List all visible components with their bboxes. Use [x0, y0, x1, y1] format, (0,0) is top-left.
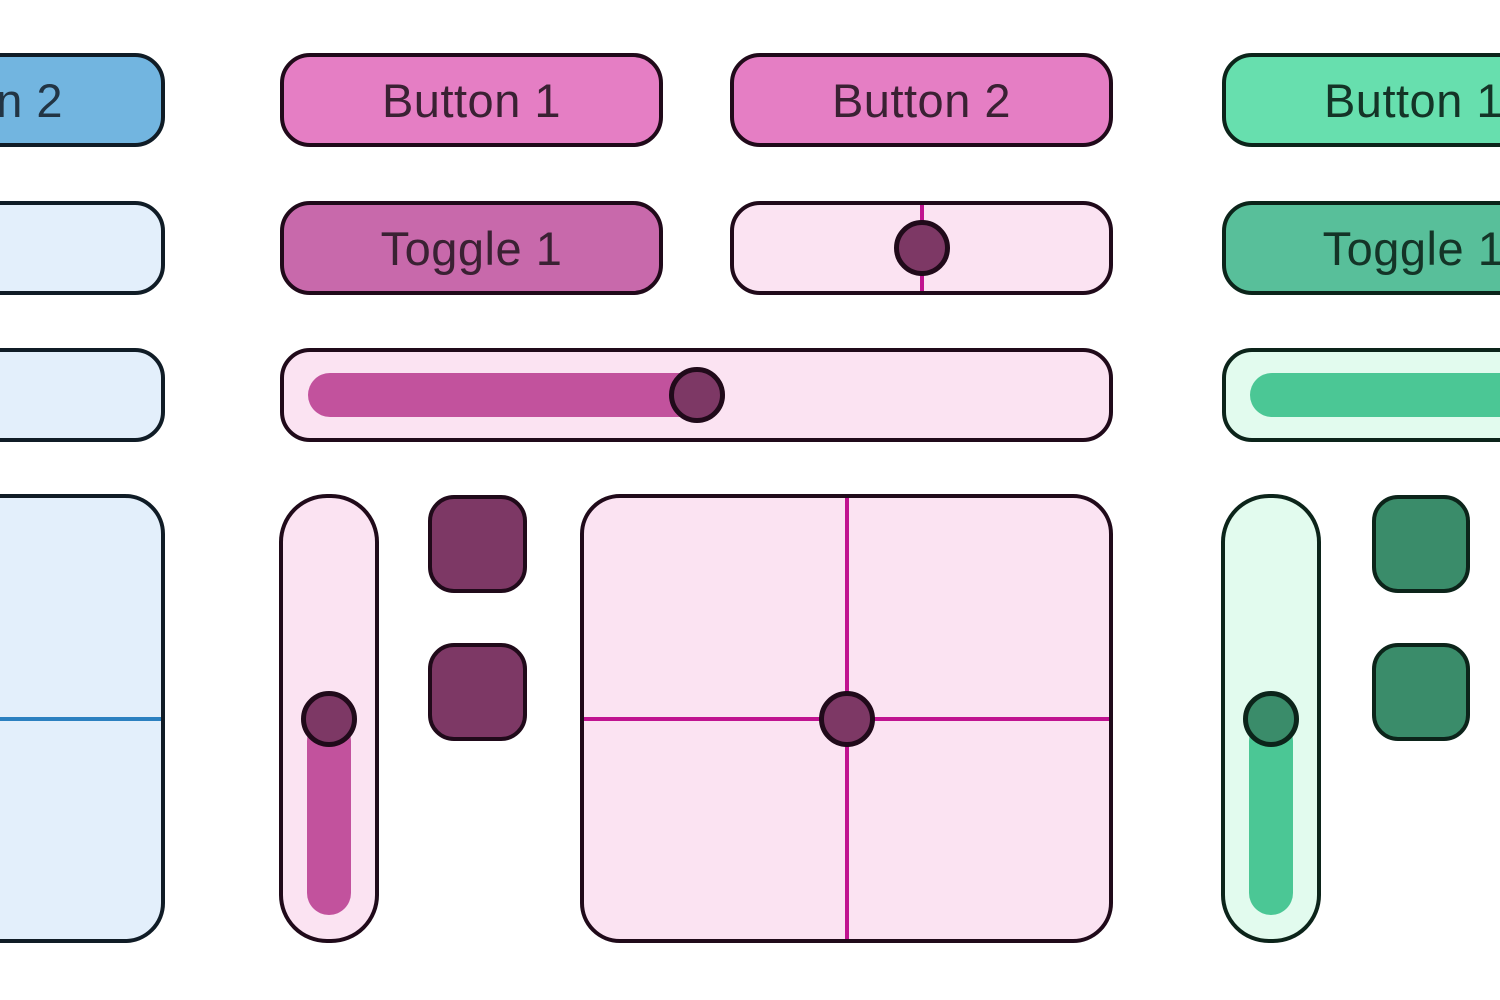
green-vertical-slider[interactable]: [1221, 494, 1321, 943]
green-vertical-slider-knob[interactable]: [1243, 690, 1299, 747]
green-vertical-slider-fill: [1249, 718, 1293, 915]
blue-horizontal-slider[interactable]: [0, 348, 165, 442]
pink-vertical-slider[interactable]: [279, 494, 379, 943]
pink-vertical-slider-fill: [307, 718, 351, 915]
pink-toggle-1-label: Toggle 1: [380, 221, 563, 275]
pink-xy-pad[interactable]: [580, 494, 1113, 943]
pink-toggle-1[interactable]: Toggle 1: [280, 201, 663, 295]
pink-toggle-2-knob[interactable]: [893, 220, 950, 276]
green-check-1[interactable]: [1372, 495, 1470, 593]
pink-horizontal-slider[interactable]: [280, 348, 1113, 442]
pink-horizontal-slider-knob[interactable]: [668, 367, 725, 423]
green-button-1[interactable]: Button 1: [1222, 53, 1500, 147]
pink-button-2-label: Button 2: [831, 73, 1012, 127]
pink-check-1[interactable]: [428, 495, 527, 593]
green-toggle-1-label: Toggle 1: [1322, 221, 1500, 275]
pink-button-2[interactable]: Button 2: [730, 53, 1113, 147]
pink-horizontal-slider-fill: [308, 373, 725, 417]
green-button-1-label: Button 1: [1323, 73, 1500, 127]
green-horizontal-slider-fill: [1250, 373, 1500, 417]
pink-toggle-2[interactable]: [730, 201, 1113, 295]
green-horizontal-slider[interactable]: [1222, 348, 1500, 442]
blue-button-2-label: Button 2: [0, 73, 64, 127]
pink-vertical-slider-knob[interactable]: [301, 690, 357, 747]
blue-toggle-2[interactable]: [0, 201, 165, 295]
blue-xy-pad-hline: [0, 716, 161, 721]
pink-check-2[interactable]: [428, 643, 527, 741]
pink-button-1[interactable]: Button 1: [280, 53, 663, 147]
blue-button-2[interactable]: Button 2: [0, 53, 165, 147]
pink-xy-pad-knob[interactable]: [818, 690, 875, 747]
blue-xy-pad[interactable]: [0, 494, 165, 943]
green-toggle-1[interactable]: Toggle 1: [1222, 201, 1500, 295]
green-check-2[interactable]: [1372, 643, 1470, 741]
pink-button-1-label: Button 1: [381, 73, 562, 127]
